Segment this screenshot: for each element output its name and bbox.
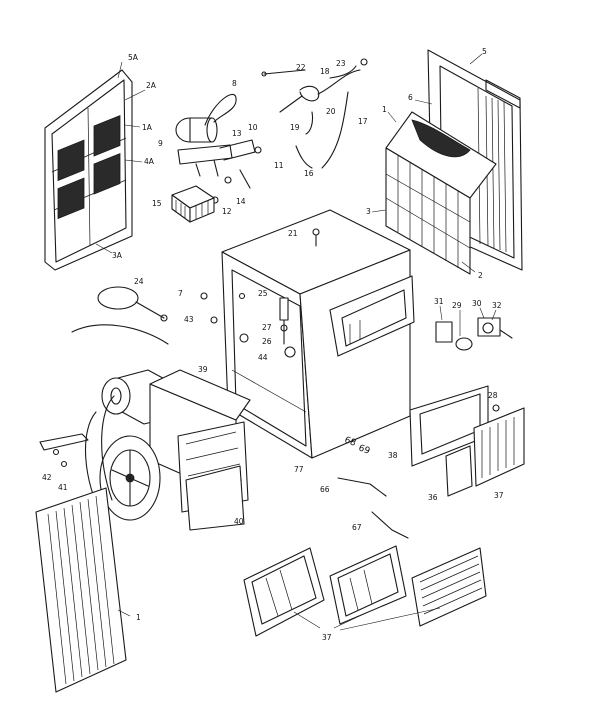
label-44: 44	[258, 353, 268, 362]
label-39: 39	[198, 365, 208, 374]
blower-assembly	[39, 324, 251, 521]
label-5: 5	[482, 47, 487, 56]
label-6: 6	[408, 93, 413, 102]
label-21: 21	[288, 229, 298, 238]
grille-37-right	[473, 407, 525, 487]
float-ball	[97, 286, 168, 322]
label-37-bottom: 37	[322, 633, 332, 642]
label-9: 9	[158, 139, 163, 148]
label-32: 32	[492, 301, 502, 310]
label-77: 77	[294, 465, 304, 474]
label-25: 25	[258, 289, 268, 298]
label-12: 12	[222, 207, 232, 216]
pad-40	[185, 465, 245, 531]
label-29: 29	[452, 301, 462, 310]
label-2-right: 2	[478, 271, 483, 280]
right-louvres	[485, 95, 507, 253]
part-labels: 5A 2A 1A 4A 3A 8 13 9 10 11 12 14 15 22 …	[42, 47, 504, 642]
float-valve-rod	[279, 297, 296, 358]
label-69: 69	[357, 443, 371, 456]
label-20: 20	[326, 107, 336, 116]
label-42: 42	[42, 473, 52, 482]
label-7: 7	[178, 289, 183, 298]
label-8: 8	[232, 79, 237, 88]
left-side-panel-assembly	[44, 61, 146, 271]
front-louver-panel	[35, 487, 131, 693]
main-cabinet	[221, 209, 415, 459]
label-68: 68	[343, 435, 357, 448]
label-40: 40	[234, 517, 244, 526]
right-side-panel-assembly	[371, 49, 523, 275]
label-3a: 3A	[112, 251, 123, 260]
label-1-right: 1	[382, 105, 387, 114]
label-30: 30	[472, 299, 482, 308]
label-67: 67	[352, 523, 362, 532]
label-28: 28	[488, 391, 498, 400]
label-41: 41	[58, 483, 68, 492]
label-38: 38	[388, 451, 398, 460]
label-23: 23	[336, 59, 346, 68]
label-31: 31	[434, 297, 444, 306]
label-27: 27	[262, 323, 272, 332]
label-4a: 4A	[144, 157, 155, 166]
label-17: 17	[358, 117, 368, 126]
label-18: 18	[320, 67, 330, 76]
pump-motor-assembly	[175, 93, 256, 177]
label-15: 15	[152, 199, 162, 208]
filter-basket	[171, 185, 215, 223]
label-1-bottom-left: 1	[136, 613, 141, 622]
switch-assembly	[435, 305, 513, 412]
front-louvres	[47, 495, 115, 685]
label-36: 36	[428, 493, 438, 502]
tie-rods	[337, 477, 409, 539]
label-22: 22	[296, 63, 306, 72]
label-2a: 2A	[146, 81, 157, 90]
float-valve-parts	[211, 146, 262, 204]
pad-36	[445, 445, 473, 497]
left-pad-media	[57, 114, 121, 220]
label-14: 14	[236, 197, 246, 206]
right-pad-grid	[385, 155, 471, 268]
label-13: 13	[232, 129, 242, 138]
label-24: 24	[134, 277, 144, 286]
label-16: 16	[304, 169, 314, 178]
label-66: 66	[320, 485, 330, 494]
label-3-right: 3	[366, 207, 371, 216]
bottom-grilles	[243, 545, 487, 637]
label-19: 19	[290, 123, 300, 132]
label-37-right: 37	[494, 491, 504, 500]
label-26: 26	[262, 337, 272, 346]
label-1a: 1A	[142, 123, 153, 132]
label-10: 10	[248, 123, 258, 132]
label-11: 11	[274, 161, 284, 170]
small-fittings	[200, 292, 218, 324]
label-43: 43	[184, 315, 194, 324]
label-5a: 5A	[128, 53, 139, 62]
water-distribution-tubing	[261, 58, 368, 169]
